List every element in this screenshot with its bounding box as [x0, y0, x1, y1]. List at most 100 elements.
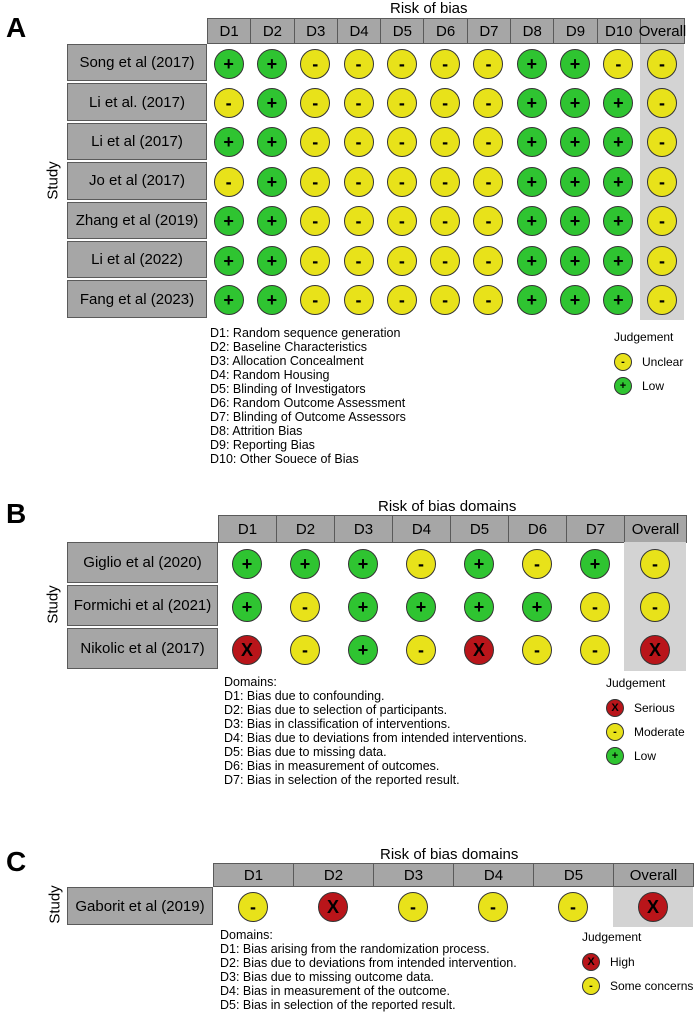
domain-header-d4: D4 — [453, 863, 534, 887]
domain-header-d8: D8 — [510, 18, 555, 44]
unclear-risk-icon: - — [398, 892, 428, 922]
low-risk-icon: + — [213, 206, 244, 237]
domain-legend-line: D7: Blinding of Outcome Assessors — [210, 410, 406, 424]
low-risk-icon: + — [213, 48, 244, 79]
domain-header-d7: D7 — [566, 515, 625, 543]
unclear-risk-icon: - — [478, 892, 508, 922]
low-risk-icon: + — [560, 245, 591, 276]
rating-cell: - — [566, 585, 624, 628]
domain-legend-title: Domains: — [224, 675, 277, 689]
rating-cell: + — [334, 585, 392, 628]
low-risk-icon: + — [516, 285, 547, 316]
domain-legend-line: D3: Bias in classification of interventi… — [224, 717, 451, 731]
rating-cell: - — [380, 83, 423, 122]
study-name: Jo et al (2017) — [67, 162, 207, 200]
unclear-risk-icon: - — [522, 548, 552, 579]
judgement-item: -Moderate — [606, 720, 685, 744]
domain-header-overall: Overall — [613, 863, 694, 887]
domain-legend-line: D3: Allocation Concealment — [210, 354, 364, 368]
unclear-risk-icon: - — [406, 634, 436, 665]
rating-cell: - — [508, 542, 566, 585]
unclear-risk-icon: - — [406, 548, 436, 579]
rating-cell: - — [566, 628, 624, 671]
rating-cell: + — [207, 202, 250, 241]
unclear-risk-icon: - — [343, 285, 374, 316]
domain-header-d1: D1 — [207, 18, 252, 44]
unclear-risk-icon: - — [300, 285, 331, 316]
low-risk-icon: + — [464, 548, 494, 579]
low-risk-icon: + — [516, 127, 547, 158]
domain-header-d5: D5 — [450, 515, 509, 543]
rating-cell: + — [553, 83, 596, 122]
high-risk-icon: X — [582, 953, 600, 971]
domain-legend-line: D5: Blinding of Investigators — [210, 382, 366, 396]
low-risk-icon: + — [560, 166, 591, 197]
rating-cell: - — [424, 44, 467, 83]
unclear-risk-icon: - — [430, 88, 461, 119]
rating-cell: + — [250, 83, 293, 122]
rating-cell: - — [294, 162, 337, 201]
unclear-risk-icon: - — [473, 48, 504, 79]
overall-cell: - — [640, 162, 684, 202]
rating-cell: + — [334, 628, 392, 671]
low-risk-icon: + — [603, 285, 634, 316]
low-risk-icon: + — [516, 206, 547, 237]
unclear-risk-icon: - — [430, 127, 461, 158]
study-name: Li et al (2017) — [67, 122, 207, 161]
domain-header-d4: D4 — [336, 18, 382, 44]
rating-cell: - — [207, 83, 250, 122]
judgement-label: High — [610, 955, 635, 969]
unclear-risk-icon: - — [290, 591, 320, 622]
domain-legend-line: D10: Other Souece of Bias — [210, 452, 359, 466]
unclear-risk-icon: - — [640, 591, 670, 622]
overall-cell: - — [640, 122, 684, 163]
overall-cell: - — [640, 241, 684, 281]
unclear-risk-icon: - — [582, 977, 600, 995]
unclear-risk-icon: - — [614, 353, 632, 371]
overall-cell: - — [624, 585, 686, 628]
domain-legend-title: Domains: — [220, 928, 273, 942]
domain-legend-line: D2: Bias due to selection of participant… — [224, 703, 448, 717]
rating-cell: + — [597, 83, 640, 122]
rating-cell: - — [294, 83, 337, 122]
rating-cell: + — [250, 280, 293, 319]
rating-cell: - — [380, 280, 423, 319]
rating-cell: + — [508, 585, 566, 628]
panel-a-label: A — [6, 12, 27, 43]
rating-cell: + — [510, 83, 553, 122]
judgement-item: X High — [582, 950, 693, 974]
high-risk-icon: X — [318, 892, 348, 922]
rating-cell: + — [218, 542, 276, 585]
rating-cell: + — [207, 280, 250, 319]
low-risk-icon: + — [256, 127, 287, 158]
unclear-risk-icon: - — [300, 245, 331, 276]
unclear-risk-icon: - — [343, 48, 374, 79]
overall-cell: X — [624, 628, 686, 671]
rating-cell: - — [424, 83, 467, 122]
rating-cell: + — [510, 162, 553, 201]
rating-cell: + — [510, 241, 553, 280]
rating-cell: + — [566, 542, 624, 585]
rating-cell: - — [467, 280, 510, 319]
domain-header-d2: D2 — [276, 515, 335, 543]
rating-cell: - — [380, 123, 423, 162]
rating-cell: - — [597, 44, 640, 83]
rating-cell: + — [553, 44, 596, 83]
domain-header-overall: Overall — [624, 515, 687, 543]
rating-cell: + — [250, 44, 293, 83]
rating-cell: - — [380, 162, 423, 201]
panel-c-domain-legend: Domains:D1: Bias arising from the random… — [220, 928, 517, 1012]
panel-a-title: Risk of bias — [390, 0, 468, 17]
unclear-risk-icon: - — [430, 48, 461, 79]
unclear-risk-icon: - — [300, 48, 331, 79]
rating-cell: + — [510, 44, 553, 83]
rating-cell: X — [293, 887, 373, 927]
unclear-risk-icon: - — [430, 285, 461, 316]
unclear-risk-icon: - — [300, 127, 331, 158]
unclear-risk-icon: - — [386, 245, 417, 276]
domain-header-d4: D4 — [392, 515, 451, 543]
low-risk-icon: + — [256, 48, 287, 79]
domain-header-d3: D3 — [373, 863, 454, 887]
low-risk-icon: + — [348, 634, 378, 665]
